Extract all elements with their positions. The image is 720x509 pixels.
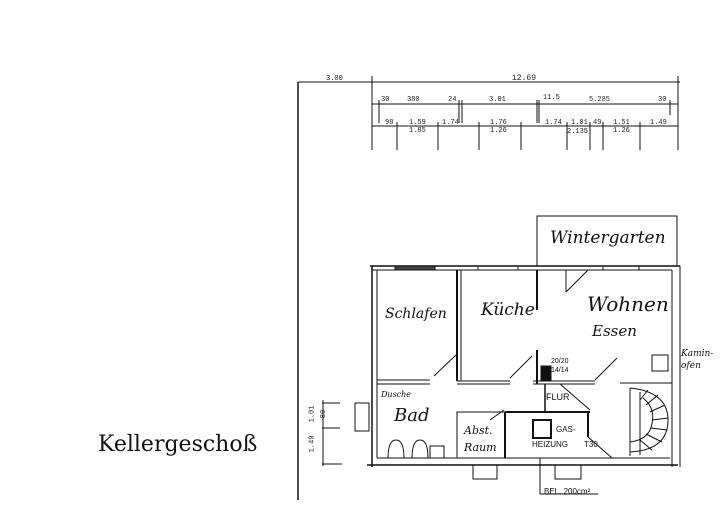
dim-row3-sub-3: 1.26 [613, 127, 630, 135]
dim-row2-2: 24 [448, 96, 457, 104]
room-bad: Bad [394, 405, 430, 426]
dim-row3-0: 98 [385, 119, 394, 127]
dim-row2-0: 30 [381, 96, 390, 104]
room-kueche: Küche [481, 300, 535, 320]
dim-row3-4: 1.74 [545, 119, 562, 127]
ventilation-note: BEL. 200cm² [544, 487, 591, 496]
dim-row3-6: 49 [593, 119, 602, 127]
chimney-size-line1: 20/20 [551, 358, 569, 365]
dim-left-0: 1.01 [308, 405, 317, 423]
dim-row3-5: 1.01 [571, 119, 588, 127]
room-dusche: Dusche [381, 390, 412, 399]
dim-row3-8: 1.49 [650, 119, 667, 127]
dim-row2-4: 11.5 [543, 94, 560, 102]
dim-row2-3: 3.01 [489, 96, 506, 104]
plan-title: Kellergeschoß [98, 432, 258, 457]
room-essen: Essen [592, 322, 637, 340]
room-schlafen: Schlafen [385, 306, 447, 322]
dim-row3-sub-0: 1.85 [409, 127, 426, 135]
room-gas-heizung-line2: HEIZUNG [532, 440, 568, 449]
dim-row3-2: 1.74 [442, 119, 459, 127]
dim-row2-6: 30 [658, 96, 667, 104]
door-t30-label: T30 [584, 440, 598, 449]
room-gas-heizung-line1: GAS- [556, 425, 576, 434]
dim-row3-sub-1: 1.26 [490, 127, 507, 135]
dim-total-width: 12.69 [512, 74, 537, 83]
dim-left-offset: 3.00 [326, 75, 343, 83]
dim-row3-7: 1.51 [613, 119, 630, 127]
chimney-size-line2: 14/14 [551, 367, 569, 374]
kamin-label-line2: ofen [681, 361, 701, 371]
room-abst-raum-line2: Raum [464, 441, 497, 454]
dim-row3-1: 1.59 [409, 119, 426, 127]
dim-left-sub: 80 [320, 409, 329, 419]
room-abst-raum-line1: Abst. [464, 424, 493, 437]
kamin-label-line1: Kamin- [681, 349, 714, 359]
dim-left-1: 1.49 [308, 435, 317, 453]
room-flur: FLUR [546, 392, 570, 402]
dim-row3-3: 1.76 [490, 119, 507, 127]
room-wohnen: Wohnen [587, 292, 669, 316]
dim-row2-5: 5.285 [589, 96, 611, 104]
dim-row2-1: 380 [407, 96, 420, 104]
dim-row3-sub-2: 2.135 [567, 128, 589, 136]
room-wintergarten: Wintergarten [550, 228, 666, 248]
